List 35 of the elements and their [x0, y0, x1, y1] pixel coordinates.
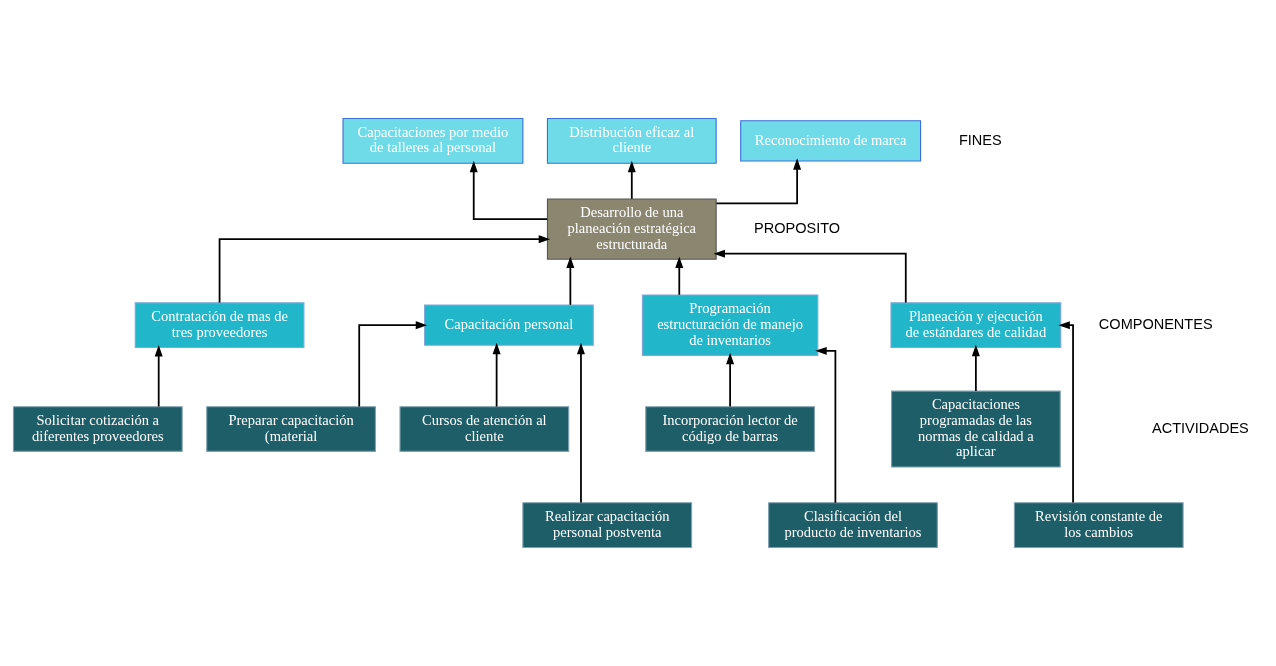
label: FINES — [958, 131, 1002, 148]
node-box: Planeación y ejecución de estándares de calidad — [889, 302, 1061, 349]
arrow — [715, 158, 801, 205]
arrow — [627, 160, 636, 200]
node-box: Capacitación personal — [423, 304, 594, 346]
node-box: Solicitar cotización a diferentes proveedores — [12, 406, 183, 452]
arrow — [674, 256, 683, 296]
label: ACTIVIDADES — [1151, 419, 1249, 436]
node-box: Contratación de mas de tres proveedores — [134, 302, 304, 349]
node-box: Desarrollo de una planeación estratégica estructurada — [546, 198, 717, 260]
arrow — [576, 342, 585, 504]
node-box: Revisión constante de los cambios — [1013, 502, 1184, 549]
node-box: Capacitaciones por medio de talleres al personal — [341, 117, 523, 164]
arrow — [154, 344, 163, 408]
label: COMPONENTES — [1098, 315, 1213, 332]
arrow — [469, 160, 548, 220]
node-box: Programación estructuración de manejo de inventarios — [641, 294, 818, 356]
arrow — [565, 256, 574, 306]
node-box: Reconocimiento de marca — [739, 120, 921, 162]
arrow — [218, 235, 550, 304]
arrow — [713, 249, 907, 304]
node-box: Realizar capacitación personal postventa — [521, 502, 692, 549]
node-box: Distribución eficaz al cliente — [546, 117, 717, 164]
arrow — [1057, 321, 1074, 504]
label: PROPOSITO — [753, 219, 840, 236]
arrow — [971, 344, 980, 392]
node-box: Incorporación lector de código de barras — [644, 406, 815, 452]
arrow — [814, 346, 836, 504]
node-box: Clasificación del producto de inventarios — [767, 502, 938, 549]
node-box: Capacitaciones programadas de las normas de calidad a aplicar — [890, 390, 1061, 468]
node-box: Cursos de atención al cliente — [398, 406, 569, 452]
arrow — [357, 321, 427, 408]
arrow — [492, 342, 501, 408]
node-box: Preparar capacitación (material — [205, 406, 376, 452]
arrow — [725, 352, 734, 408]
